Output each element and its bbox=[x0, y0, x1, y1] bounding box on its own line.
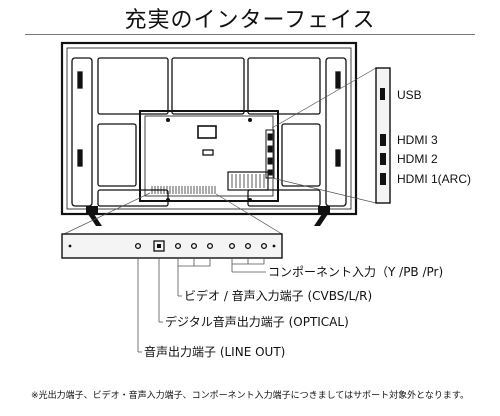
line-out-label: 音声出力端子 (LINE OUT) bbox=[144, 345, 286, 359]
side-port-panel bbox=[375, 67, 391, 204]
component-pb-jack-icon bbox=[244, 242, 252, 250]
bottom-callout-leaders bbox=[63, 192, 283, 235]
audio-l-jack-icon bbox=[190, 242, 198, 250]
hdmi1-port-icon bbox=[380, 173, 386, 185]
usb-label: USB bbox=[397, 88, 422, 102]
line-out-jack-icon bbox=[134, 242, 142, 250]
audio-r-jack-icon bbox=[206, 242, 214, 250]
component-pr-jack-icon bbox=[260, 242, 268, 250]
video-audio-input-label: ビデオ / 音声入力端子 (CVBS/L/R) bbox=[184, 289, 373, 303]
optical-port-icon bbox=[153, 240, 165, 252]
back-grid-panels bbox=[71, 57, 347, 207]
component-y-jack-icon bbox=[228, 242, 236, 250]
side-callout-leaders bbox=[271, 67, 377, 204]
hdmi2-port-icon bbox=[380, 153, 386, 165]
hdmi1-arc-label: HDMI 1(ARC) bbox=[397, 172, 471, 186]
hdmi3-port-icon bbox=[380, 134, 386, 146]
stand-feet bbox=[86, 206, 330, 226]
support-footnote: ※光出力端子、ビデオ・音声入力端子、コンポーネント入力端子につきましてはサポート… bbox=[31, 391, 469, 401]
hdmi3-label: HDMI 3 bbox=[397, 133, 438, 147]
optical-output-label: デジタル音声出力端子 (OPTICAL) bbox=[165, 315, 349, 329]
port-label-leaders bbox=[137, 258, 266, 353]
main-board-cover bbox=[139, 110, 279, 202]
tv-back-panel bbox=[60, 41, 358, 216]
title-divider bbox=[25, 34, 475, 35]
bottom-port-panel bbox=[61, 233, 283, 259]
cvbs-jack-icon bbox=[174, 242, 182, 250]
usb-port-icon bbox=[380, 88, 385, 100]
component-input-label: コンポーネント入力（Y /PB /Pr) bbox=[268, 265, 444, 279]
hdmi2-label: HDMI 2 bbox=[397, 152, 438, 166]
page-title: 充実のインターフェイス bbox=[124, 8, 376, 33]
